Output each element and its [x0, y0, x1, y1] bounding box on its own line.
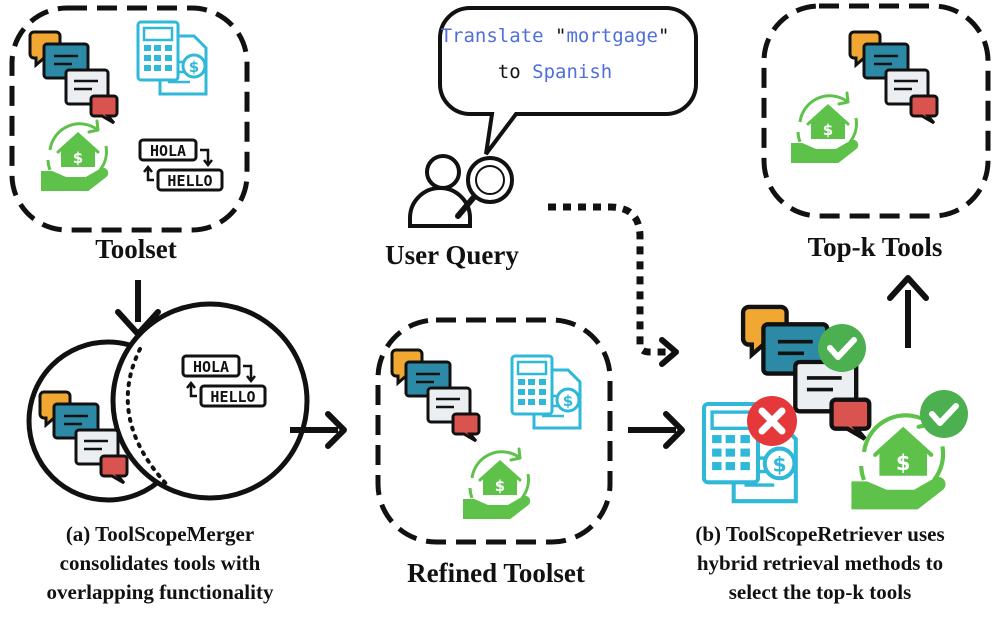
calculator-icon — [510, 354, 582, 430]
x-icon — [747, 396, 797, 446]
merger-caption-line-1: (a) ToolScopeMerger — [65, 522, 255, 546]
retriever-cluster — [704, 307, 968, 508]
toolset-frame — [9, 5, 250, 233]
translate-icon — [28, 30, 119, 125]
query-quote-close: " — [657, 25, 670, 47]
house-dollar-icon — [462, 447, 531, 520]
refined-toolset-label: Refined Toolset — [407, 558, 585, 588]
merger-caption-line-2: consolidates tools with — [59, 551, 261, 575]
merger-caption: (a) ToolScopeMerger consolidates tools w… — [10, 520, 310, 607]
hola-hello-icon — [138, 138, 224, 192]
translate-icon — [848, 30, 939, 125]
calculator-icon — [136, 20, 208, 96]
user-query-label: User Query — [385, 240, 519, 270]
check-icon — [920, 390, 968, 438]
query-dotted-arrow — [548, 203, 668, 356]
house-dollar-icon — [790, 91, 859, 164]
check-icon — [818, 324, 866, 372]
refined-toolset-frame — [375, 317, 613, 545]
arrow-head-right — [659, 337, 679, 367]
merger-overlap-dotted — [125, 347, 172, 490]
retriever-caption-line-3: select the top-k tools — [728, 580, 912, 604]
user-search-icon — [408, 154, 514, 228]
retriever-caption-line-1: (b) ToolScopeRetriever uses — [695, 522, 945, 546]
query-quote-open: " — [554, 25, 567, 47]
toolset-label: Toolset — [95, 234, 177, 264]
arrow-head-up — [887, 275, 929, 301]
query-speech-bubble — [438, 6, 698, 156]
house-dollar-icon — [40, 119, 109, 192]
query-word-translate: Translate — [440, 25, 544, 47]
retriever-caption: (b) ToolScopeRetriever uses hybrid retri… — [650, 520, 990, 607]
arrow-head-right — [325, 411, 347, 449]
query-word-mortgage: mortgage — [566, 25, 658, 47]
merger-caption-line-3: overlapping functionality — [46, 580, 274, 604]
query-text: Translate "mortgage" to Spanish — [440, 18, 670, 90]
topk-frame — [761, 3, 991, 219]
arrow-head-right — [663, 411, 685, 449]
query-word-spanish: Spanish — [532, 61, 613, 83]
translate-icon — [390, 348, 481, 443]
topk-tools-label: Top-k Tools — [807, 232, 943, 262]
retriever-caption-line-2: hybrid retrieval methods to — [696, 551, 944, 575]
query-word-to: to — [497, 61, 521, 83]
